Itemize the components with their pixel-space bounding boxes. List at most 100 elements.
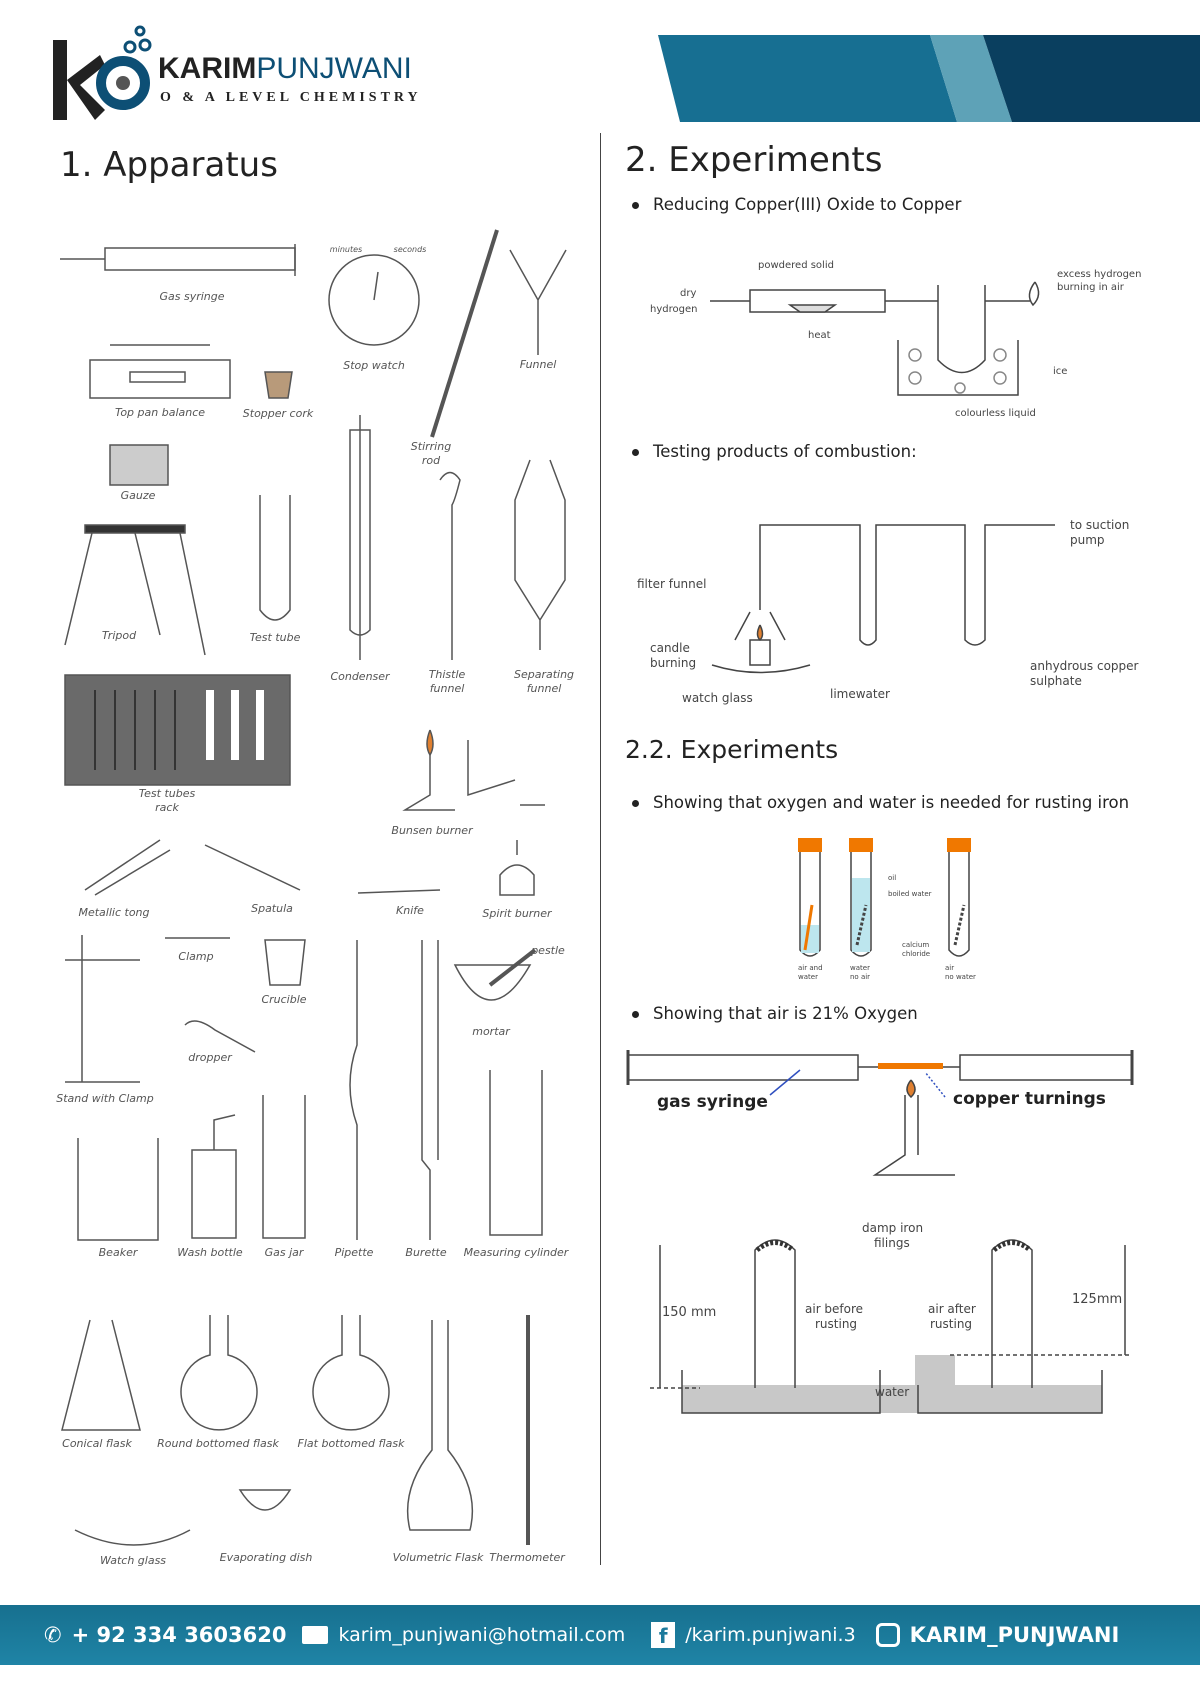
phone-icon: ✆ — [44, 1623, 62, 1647]
exp1-diagram — [626, 281, 1134, 1414]
label-stop-watch: Stop watch — [343, 359, 405, 372]
exp2-label-watch: watch glass — [682, 691, 753, 705]
exp5-label-before1: air before — [805, 1302, 863, 1316]
instagram-icon — [875, 1623, 900, 1647]
tagline: O & A LEVEL CHEMISTRY — [160, 90, 422, 105]
exp1-label-hydrogen: hydrogen — [650, 304, 697, 315]
label-stand-with-clamp: Stand with Clamp — [56, 1092, 154, 1105]
label-measuring-cylinder: Measuring cylinder — [463, 1246, 569, 1259]
label-burette: Burette — [405, 1246, 447, 1259]
label-round-bottomed-flask: Round bottomed flask — [157, 1437, 279, 1450]
label-funnel: Funnel — [519, 358, 557, 371]
header-banner — [658, 35, 1200, 122]
exp3-label-cacl2: chloride — [902, 950, 930, 958]
email-icon — [302, 1626, 329, 1644]
column-divider — [600, 133, 601, 1565]
exp1-label-liquid: colourless liquid — [955, 408, 1036, 419]
label-gas-syringe: Gas syringe — [159, 290, 225, 303]
label-separating-funnel: Separating funnel — [513, 668, 575, 695]
label-spatula: Spatula — [251, 902, 293, 915]
exp5-label-damp1: damp iron — [862, 1221, 923, 1235]
exp1-text: Reducing Copper(III) Oxide to Copper — [632, 195, 961, 214]
exp2-label-candle: candle — [650, 641, 690, 655]
label-pestle: pestle — [531, 944, 565, 957]
label-beaker: Beaker — [98, 1246, 138, 1259]
exp2-label-funnel: filter funnel — [637, 577, 707, 591]
label-tripod: Tripod — [101, 629, 137, 642]
apparatus-drawings — [60, 229, 567, 1546]
exp1-label-powdered: powdered solid — [758, 260, 834, 271]
label-bunsen-burner: Bunsen burner — [391, 824, 473, 837]
label-wash-bottle: Wash bottle — [177, 1246, 243, 1259]
exp2-label-cuso2: sulphate — [1030, 674, 1082, 688]
exp1-label-heat: heat — [808, 330, 831, 341]
label-condenser: Condenser — [330, 670, 390, 683]
label-dropper: dropper — [188, 1051, 232, 1064]
label-thistle-funnel: Thistle funnel — [428, 668, 466, 695]
exp2-label-burning: burning — [650, 656, 696, 670]
brand-light: PUNJWANI — [256, 52, 412, 85]
label-clamp: Clamp — [178, 950, 214, 963]
label-test-tubes-rack: Test tubes rack — [138, 787, 196, 814]
brand-bold: KARIM — [158, 52, 257, 85]
label-spirit-burner: Spirit burner — [482, 907, 552, 920]
exp5-label-after2: rusting — [930, 1317, 972, 1331]
label-metallic-tong: Metallic tong — [78, 906, 150, 919]
exp5-label-150: 150 mm — [662, 1305, 716, 1320]
exp5-label-125: 125mm — [1072, 1292, 1122, 1307]
label-watch-glass: Watch glass — [99, 1554, 167, 1567]
experiments-title-2: 2.2. Experiments — [625, 735, 839, 764]
exp3-t3b: no water — [945, 973, 976, 981]
label-flat-bottomed-flask: Flat bottomed flask — [297, 1437, 405, 1450]
exp3-label-boiled: boiled water — [888, 890, 932, 898]
footer-instagram[interactable]: KARIM_PUNJWANI — [909, 1623, 1120, 1647]
label-knife: Knife — [396, 904, 424, 917]
label-pipette: Pipette — [334, 1246, 374, 1259]
exp1-label-dry: dry — [680, 288, 696, 299]
label-top-pan-balance: Top pan balance — [114, 406, 206, 419]
exp4-label-syringe: gas syringe — [657, 1092, 768, 1112]
exp3-t1a: air and — [798, 964, 823, 972]
exp1-label-ice: ice — [1053, 366, 1067, 377]
footer-facebook[interactable]: /karim.punjwani.3 — [685, 1624, 856, 1646]
exp3-label-oil: oil — [888, 874, 896, 882]
exp5-label-after1: air after — [928, 1302, 976, 1316]
label-test-tube: Test tube — [249, 631, 301, 644]
label-stirring-rod: Stirring rod — [410, 440, 452, 467]
exp2-text: Testing products of combustion: — [632, 442, 917, 461]
label-evaporating-dish: Evaporating dish — [219, 1551, 313, 1564]
facebook-icon: f — [651, 1622, 676, 1648]
exp3-t1b: water — [798, 973, 818, 981]
label-crucible: Crucible — [261, 993, 307, 1006]
label-stopper-cork: Stopper cork — [242, 407, 314, 420]
label-volumetric-flask: Volumetric Flask — [392, 1551, 484, 1564]
footer-email[interactable]: karim_punjwani@hotmail.com — [338, 1624, 626, 1646]
exp1-label-excess: excess hydrogen — [1057, 269, 1141, 280]
label-gas-jar: Gas jar — [264, 1246, 304, 1259]
experiment-labels: powdered solid dry hydrogen heat excess … — [637, 260, 1141, 1399]
label-thermometer: Thermometer — [489, 1551, 565, 1564]
exp2-label-limewater: limewater — [830, 687, 890, 701]
apparatus-title: 1. Apparatus — [60, 145, 278, 185]
logo-mark — [53, 25, 152, 120]
exp2-label-pump2: pump — [1070, 533, 1105, 547]
exp3-text: Showing that oxygen and water is needed … — [632, 793, 1129, 812]
exp4-label-copper: copper turnings — [953, 1089, 1106, 1109]
exp5-label-water: water — [875, 1385, 909, 1399]
exp4-text: Showing that air is 21% Oxygen — [632, 1004, 918, 1023]
footer-phone[interactable]: + 92 334 3603620 — [71, 1623, 287, 1647]
brand-name: KARIMPUNJWANI — [158, 52, 412, 86]
label-gauze: Gauze — [120, 489, 156, 502]
exp1-label-burning: burning in air — [1057, 282, 1125, 293]
exp3-t2b: no air — [850, 973, 870, 981]
label-mortar: mortar — [472, 1025, 510, 1038]
exp3-t2a: water — [850, 964, 870, 972]
stopwatch-minutes: minutes — [329, 245, 363, 254]
exp3-label-cacl1: calcium — [902, 941, 929, 949]
exp3-t3a: air — [945, 964, 954, 972]
stopwatch-seconds: seconds — [393, 245, 427, 254]
exp2-label-cuso1: anhydrous copper — [1030, 659, 1139, 673]
label-conical-flask: Conical flask — [62, 1437, 132, 1450]
exp5-label-before2: rusting — [815, 1317, 857, 1331]
experiments-title: 2. Experiments — [625, 140, 883, 180]
